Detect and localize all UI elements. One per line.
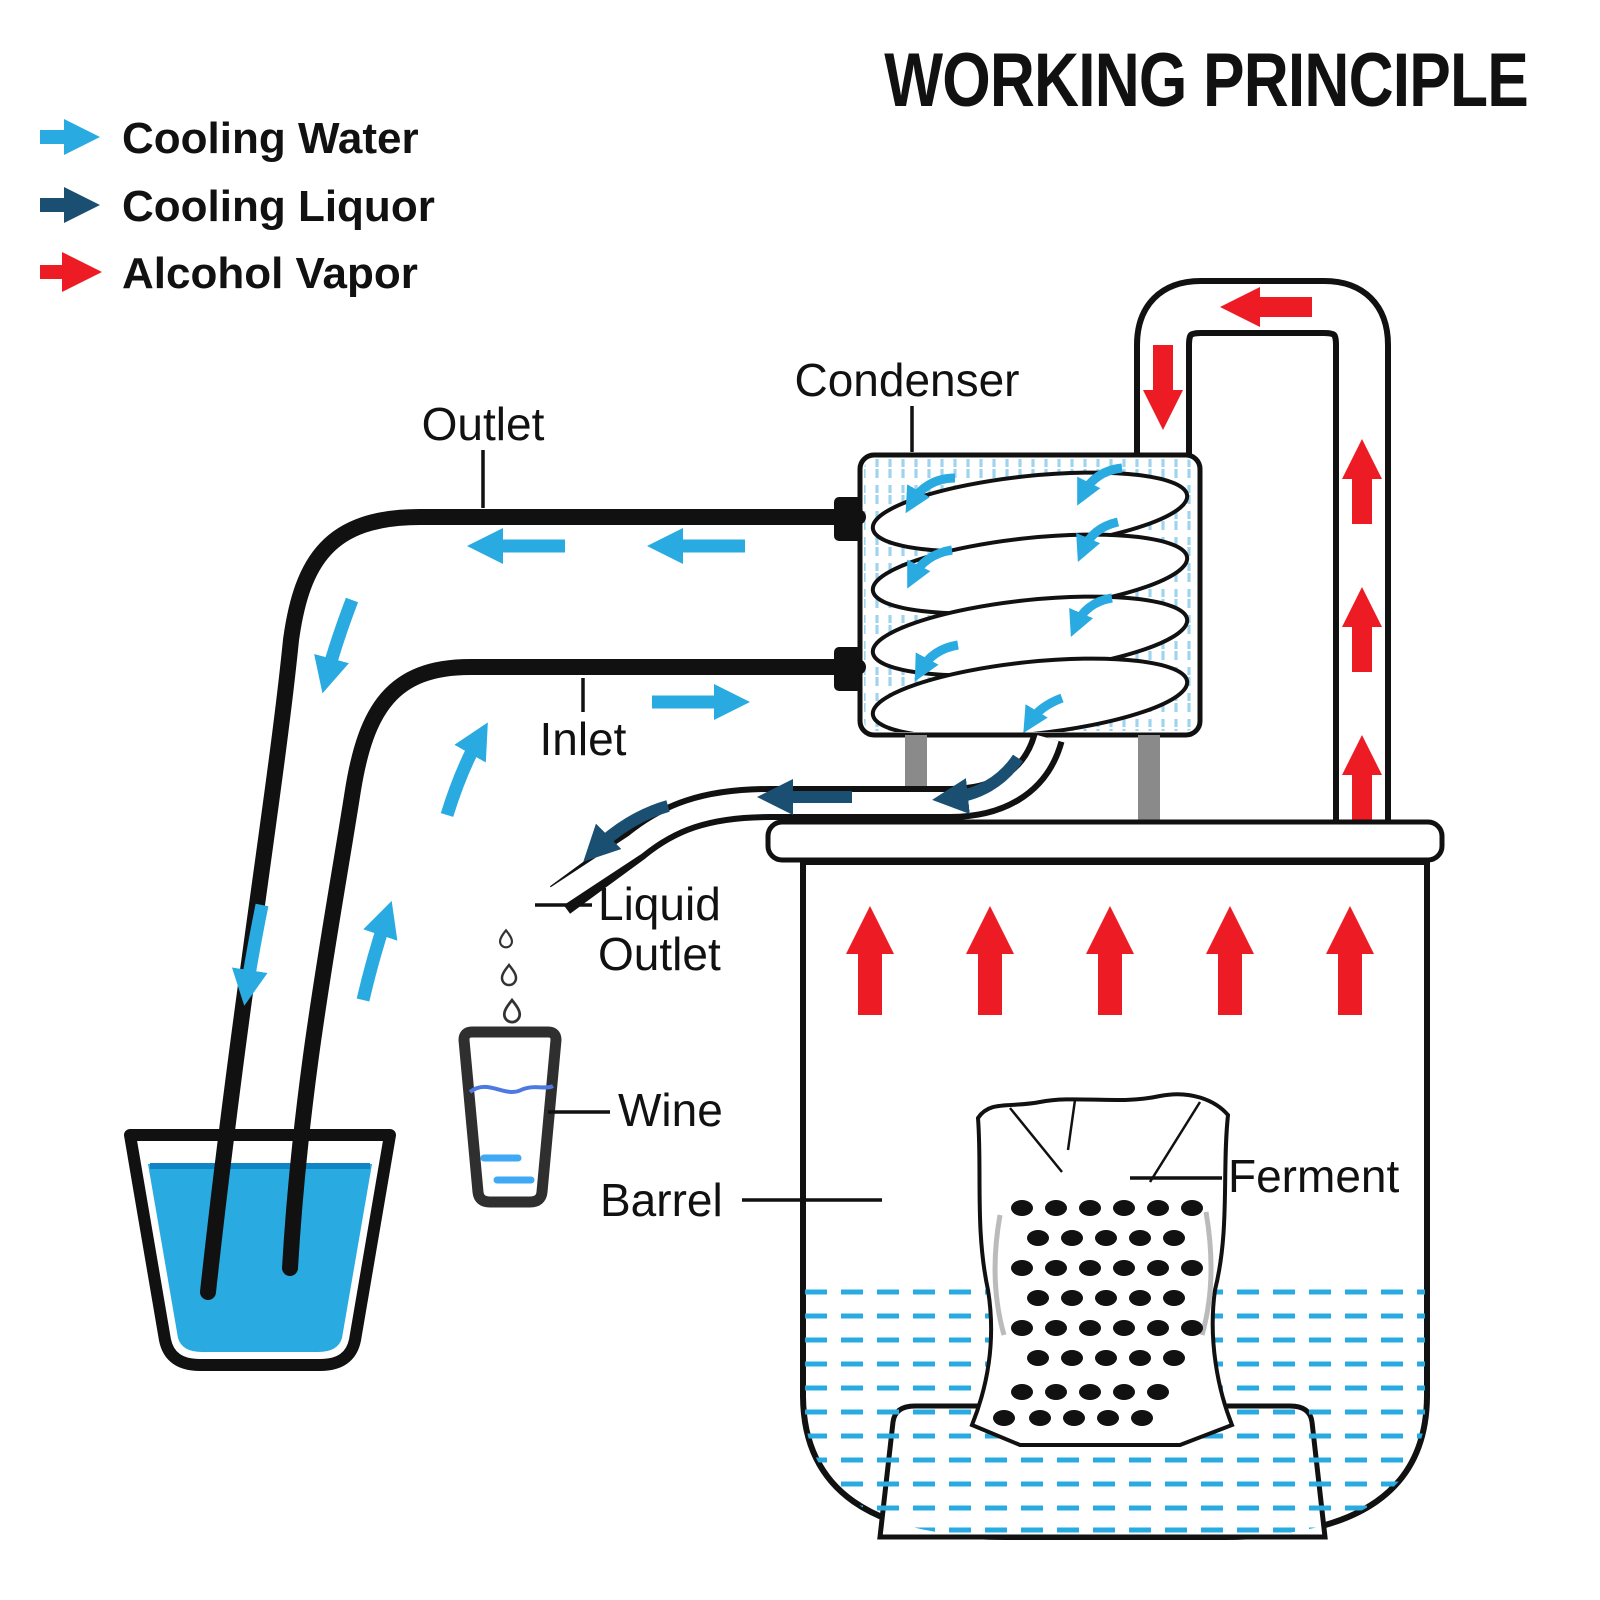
cooling-water-bucket <box>124 1129 396 1371</box>
label-condenser: Condenser <box>794 354 1019 406</box>
condenser-coil <box>870 470 1190 732</box>
ferment-bag-shading <box>992 1211 1214 1336</box>
ferment-bag-creases <box>1009 1099 1202 1183</box>
ferment-bag <box>969 1092 1235 1447</box>
label-barrel: Barrel <box>600 1174 723 1226</box>
cooling-water-pipes <box>200 509 866 1300</box>
barrel-stand <box>877 1403 1328 1540</box>
condenser-leg-right <box>1138 735 1160 831</box>
page-title: WORKING PRINCIPLE <box>884 37 1528 122</box>
label-liquid-outlet-line1: Liquid <box>598 878 721 930</box>
barrel-vapor-arrows <box>846 906 1374 1015</box>
label-outlet: Outlet <box>422 398 545 450</box>
cooling-water-flow-arrows <box>231 528 750 1006</box>
alcohol-vapor-pipe-arrows <box>1143 287 1382 820</box>
cooling-liquor-arrows <box>583 754 1023 862</box>
legend-item-alcohol-vapor: Alcohol Vapor <box>40 249 418 298</box>
barrel-lid <box>765 819 1445 863</box>
label-inlet: Inlet <box>540 713 627 765</box>
label-liquid-outlet-line2: Outlet <box>598 928 721 980</box>
ferment-grain-dots <box>993 1200 1203 1426</box>
legend-item-cooling-liquor: Cooling Liquor <box>40 182 435 231</box>
condenser <box>834 452 1203 738</box>
label-ferment: Ferment <box>1228 1150 1399 1202</box>
outlet-pipe <box>200 509 866 1300</box>
condenser-border <box>857 452 1203 738</box>
barrel <box>800 859 1430 1540</box>
bucket-water <box>148 1164 372 1352</box>
legend-label-cooling-water: Cooling Water <box>122 114 419 163</box>
legend-label-alcohol-vapor: Alcohol Vapor <box>122 249 418 298</box>
legend-label-cooling-liquor: Cooling Liquor <box>122 182 435 231</box>
wine-droplets <box>498 928 522 1024</box>
liquid-outlet-pipe <box>549 732 1065 914</box>
inlet-pipe <box>282 659 866 1276</box>
annotations: Condenser Outlet Inlet Liquid Outlet Win… <box>422 354 1400 1226</box>
wine-glass <box>458 1026 562 1208</box>
label-wine: Wine <box>618 1084 723 1136</box>
legend-item-cooling-water: Cooling Water <box>40 114 419 163</box>
legend: Cooling Water Cooling Liquor Alcohol Vap… <box>40 114 435 298</box>
condenser-cooling-flow-arrows <box>905 463 1123 734</box>
wine-surface-line <box>468 1084 554 1094</box>
